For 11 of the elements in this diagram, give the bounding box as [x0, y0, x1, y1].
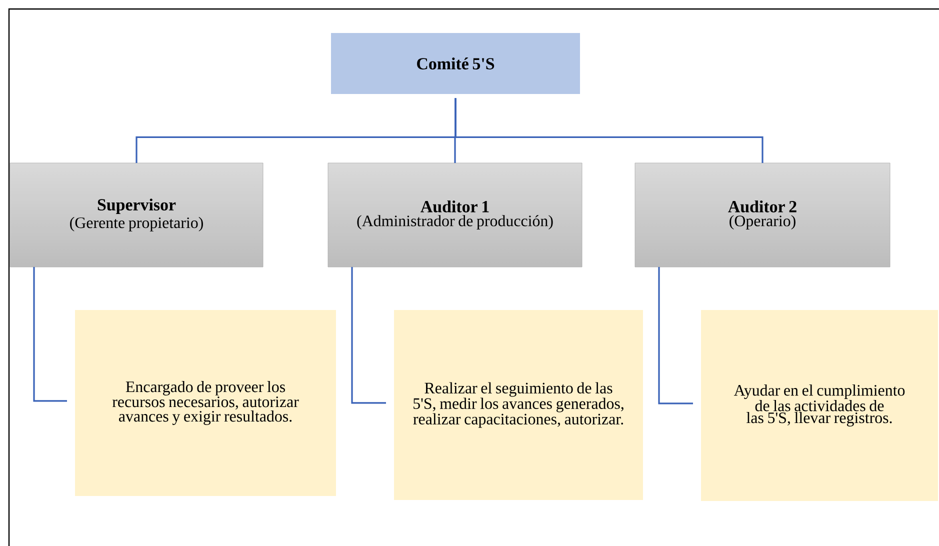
role-box: Auditor 2 (Operario) [634, 162, 890, 268]
role-box: Auditor 1 (Administrador de producción) [328, 162, 582, 268]
connector-line [351, 266, 386, 404]
connector-line [454, 98, 764, 163]
connector-line [33, 266, 67, 402]
role-box: Supervisor (Gerente propietario) [10, 162, 264, 268]
connector-line [658, 266, 693, 404]
task-box: Realizar el seguimiento de las 5'S, medir los avances generados, realizar capacitaciones, autorizar. [394, 310, 643, 500]
task-box: Encargado de proveer los recursos necesarios, autorizar avances y exigir resultados. [75, 310, 336, 496]
task-box: Ayudar en el cumplimiento de las actividades de las 5'S, llevar registros. [701, 310, 938, 501]
org-box: Comité 5'S [331, 33, 580, 94]
